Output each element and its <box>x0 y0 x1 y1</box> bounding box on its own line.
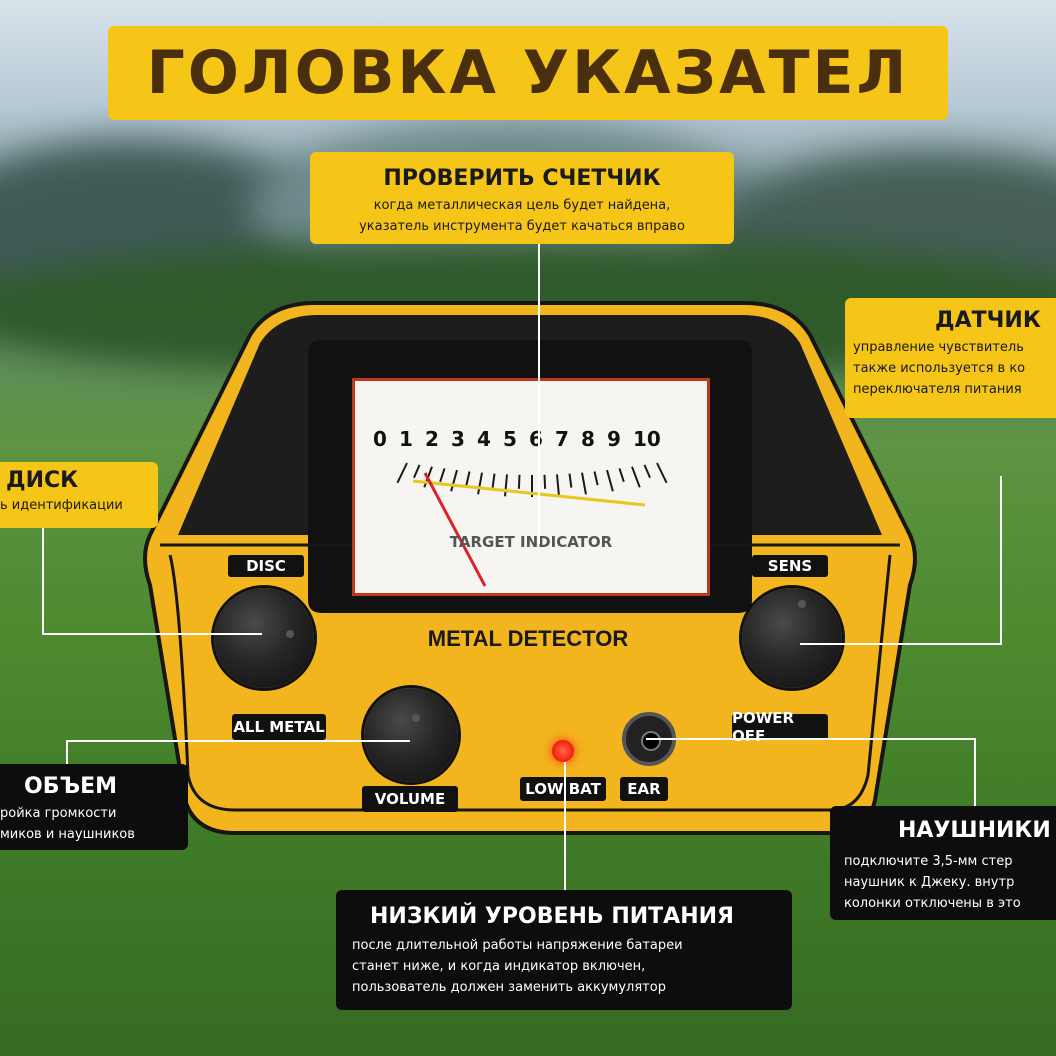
meter-scale-number: 4 <box>477 427 491 451</box>
meter-tick <box>504 474 508 497</box>
volume-text-1: ройка громкости <box>0 806 117 821</box>
meter-tick <box>593 471 599 486</box>
sensor-title: ДАТЧИК <box>935 308 1041 333</box>
check-meter-callout: ПРОВЕРИТЬ СЧЕТЧИК когда металлическая це… <box>310 152 734 244</box>
headphones-text-1: подключите 3,5-мм стер <box>844 854 1013 869</box>
meter-tick <box>491 473 496 488</box>
all-metal-label: ALL METAL <box>232 714 326 740</box>
ear-label: EAR <box>620 777 668 801</box>
meter-needle <box>423 472 487 587</box>
knob-pointer-icon <box>412 714 420 722</box>
headphones-callout: НАУШНИКИ подключите 3,5-мм стер наушник … <box>830 806 1056 920</box>
meter-scale-number: 0 <box>373 427 387 451</box>
sensor-callout: ДАТЧИК управление чувствитель также испо… <box>845 298 1056 418</box>
power-off-label: POWER OFF <box>732 709 828 745</box>
check-meter-leader <box>538 244 540 544</box>
headphones-leader-h <box>646 738 976 740</box>
headphones-text-2: наушник к Джеку. внутр <box>844 875 1015 890</box>
meter-tick <box>413 464 421 479</box>
meter-tick <box>568 473 573 488</box>
meter-tick <box>439 468 446 483</box>
meter-tick <box>618 468 625 483</box>
meter-scale-number: 9 <box>607 427 621 451</box>
page-title: ГОЛОВКА УКАЗАТЕЛ <box>146 38 910 108</box>
low-bat-label: LOW BAT <box>520 777 606 801</box>
meter-tick <box>517 474 521 489</box>
meter-tick <box>631 466 641 488</box>
volume-leader-v <box>66 740 68 766</box>
sens-knob[interactable] <box>742 588 842 688</box>
sensor-leader-v <box>1000 476 1002 644</box>
sensor-text-2: также используется в ко <box>853 361 1026 376</box>
low-power-title: НИЗКИЙ УРОВЕНЬ ПИТАНИЯ <box>370 904 734 929</box>
volume-knob[interactable] <box>364 688 458 782</box>
volume-text-2: миков и наушников <box>0 827 135 842</box>
meter-tick <box>581 472 587 495</box>
meter-caption: TARGET INDICATOR <box>449 533 613 551</box>
disc-leader-v <box>42 528 44 634</box>
meter-scale-number: 3 <box>451 427 465 451</box>
meter-face <box>396 462 668 587</box>
disc-knob[interactable] <box>214 588 314 688</box>
sens-label: SENS <box>752 555 828 577</box>
knob-pointer-icon <box>798 600 806 608</box>
meter-tick <box>396 462 408 484</box>
volume-leader-h <box>66 740 410 742</box>
meter-scale-number: 10 <box>633 427 661 451</box>
disc-text-1: ь идентификации <box>0 498 123 513</box>
sensor-text-1: управление чувствитель <box>853 340 1024 355</box>
sensor-text-3: переключателя питания <box>853 382 1022 397</box>
meter-tick <box>543 474 547 489</box>
meter-scale-number: 5 <box>503 427 517 451</box>
meter-tick <box>656 462 668 484</box>
meter-scale-number: 6 <box>529 427 543 451</box>
low-power-callout: НИЗКИЙ УРОВЕНЬ ПИТАНИЯ после длительной … <box>336 890 792 1010</box>
meter-scale-number: 2 <box>425 427 439 451</box>
low-battery-led-icon <box>552 740 574 762</box>
volume-label: VOLUME <box>362 786 458 812</box>
meter-scale-number: 8 <box>581 427 595 451</box>
volume-title: ОБЪЕМ <box>24 774 118 799</box>
knob-pointer-icon <box>286 630 294 638</box>
low-power-text-3: пользователь должен заменить аккумулятор <box>352 980 666 995</box>
disc-title: ДИСК <box>6 468 79 493</box>
sensor-leader-h <box>800 643 1002 645</box>
low-power-text-2: станет ниже, и когда индикатор включен, <box>352 959 646 974</box>
meter-tick <box>477 472 483 495</box>
disc-label: DISC <box>228 555 304 577</box>
headphones-leader-v <box>974 738 976 808</box>
device-brand: METAL DETECTOR <box>427 626 629 651</box>
volume-callout: ОБЪЕМ ройка громкости миков и наушников <box>0 764 188 850</box>
headphones-text-3: колонки отключены в это <box>844 896 1021 911</box>
disc-leader-h <box>42 633 262 635</box>
meter-tick <box>606 469 614 492</box>
meter-tick <box>643 464 651 479</box>
low-power-text-1: после длительной работы напряжение батар… <box>352 938 683 953</box>
meter-tick <box>450 469 458 492</box>
title-banner: ГОЛОВКА УКАЗАТЕЛ <box>108 26 948 120</box>
check-meter-title: ПРОВЕРИТЬ СЧЕТЧИК <box>383 166 661 191</box>
check-meter-text-1: когда металлическая цель будет найдена, <box>373 198 671 213</box>
meter-tick <box>556 474 560 497</box>
meter-scale-number: 7 <box>555 427 569 451</box>
check-meter-text-2: указатель инструмента будет качаться впр… <box>359 219 685 234</box>
meter-scale-number: 1 <box>399 427 413 451</box>
headphones-title: НАУШНИКИ <box>898 818 1051 843</box>
disc-callout: ДИСК ь идентификации <box>0 462 158 528</box>
low-power-leader <box>564 762 566 890</box>
meter-tick <box>465 471 471 486</box>
